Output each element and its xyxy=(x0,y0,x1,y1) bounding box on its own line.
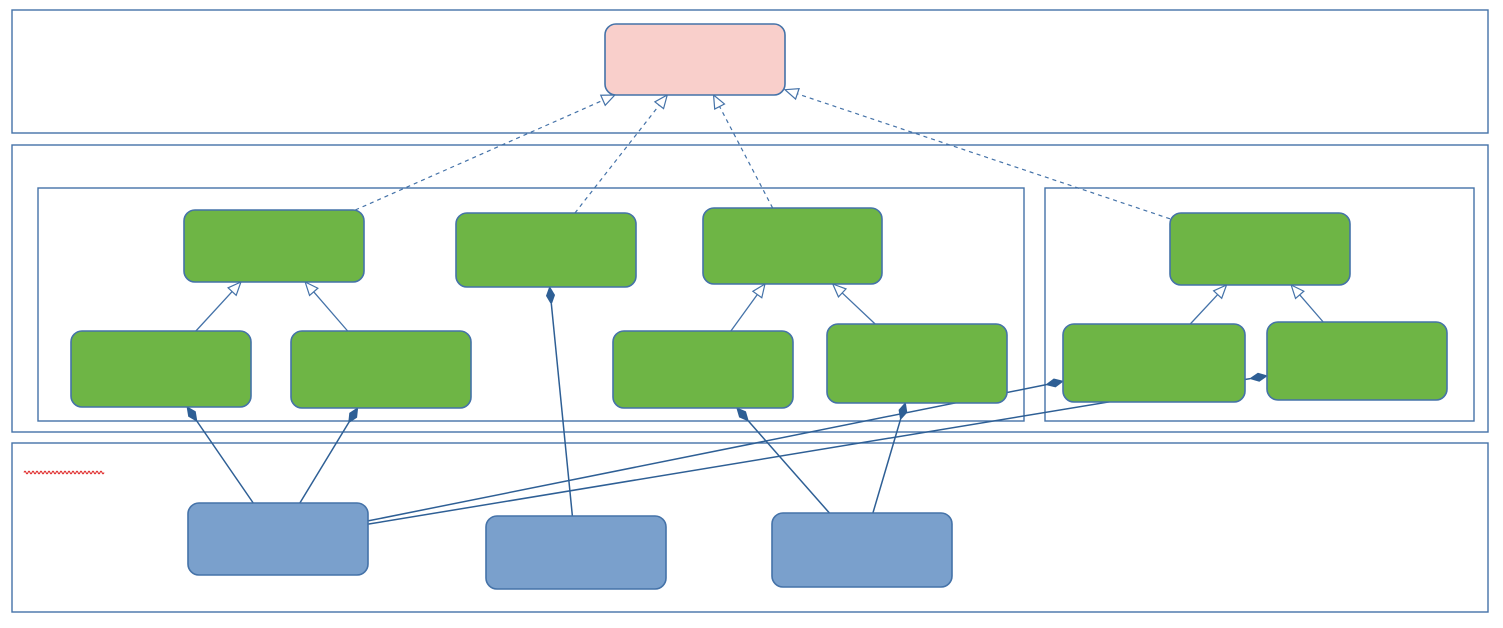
edge-line-e-onng-ngt xyxy=(730,294,758,332)
node-indexngtonng[interactable] xyxy=(612,330,794,409)
generalization-arrowhead-icon xyxy=(1212,283,1228,300)
edge-e-gpq-faiss xyxy=(367,372,1269,525)
node-ngt[interactable] xyxy=(771,512,953,588)
node-faiss[interactable] xyxy=(187,502,369,576)
edge-line-e-ivfpq-faiss xyxy=(299,422,350,504)
composition-diamond-icon xyxy=(1249,372,1269,382)
node-indexngt[interactable] xyxy=(702,207,883,285)
edge-line-e-hnsw-vi xyxy=(574,104,660,214)
edge-line-e-anng-ngt xyxy=(841,292,876,325)
node-box-gpuivfsq[interactable] xyxy=(1062,323,1246,403)
edge-line-e-onng-ngt-lib xyxy=(747,420,830,514)
node-hnswlib[interactable] xyxy=(485,515,667,590)
edge-line-e-gpq-faiss xyxy=(367,377,1251,525)
edge-line-e-ivfsq-faiss xyxy=(196,420,254,504)
node-box-ivfpq[interactable] xyxy=(290,330,472,409)
composition-diamond-icon xyxy=(736,407,749,422)
node-ivfsq[interactable] xyxy=(70,330,252,408)
node-indexngtanng[interactable] xyxy=(826,323,1008,404)
composition-diamond-icon xyxy=(1045,378,1065,388)
node-box-indexngtanng[interactable] xyxy=(826,323,1008,404)
edge-line-e-ngt-vi xyxy=(719,106,774,209)
node-gpuivfpq[interactable] xyxy=(1266,321,1448,401)
node-indexhnsw[interactable] xyxy=(455,212,637,288)
generalization-arrowhead-icon xyxy=(227,280,242,297)
edge-line-e-gpuivf-vi xyxy=(797,93,1171,220)
generalization-arrowhead-icon xyxy=(1290,283,1305,300)
node-box-hnswlib[interactable] xyxy=(485,515,667,590)
generalization-arrowhead-icon xyxy=(751,282,766,299)
node-box-indexngt[interactable] xyxy=(702,207,883,285)
realization-arrowhead-icon xyxy=(783,87,800,101)
node-box-gpuivfpq[interactable] xyxy=(1266,321,1448,401)
realization-arrowhead-icon xyxy=(712,93,726,111)
edge-e-anng-ngt-lib xyxy=(872,401,908,514)
node-box-gpuivf[interactable] xyxy=(1169,212,1351,286)
edge-e-hnsw-vi xyxy=(574,93,669,214)
node-vectorindex[interactable] xyxy=(604,23,786,96)
edge-e-ivfpq-faiss xyxy=(299,406,359,504)
edge-line-e-hnsw-hnswlib xyxy=(550,303,574,517)
edge-e-gpuivf-vi xyxy=(783,87,1171,220)
edge-e-onng-ngt xyxy=(730,282,766,332)
node-box-ivfsq[interactable] xyxy=(70,330,252,408)
edge-e-gpq-gpuivf xyxy=(1290,283,1324,323)
edge-line-e-gsq-faiss xyxy=(367,383,1047,522)
node-box-faiss[interactable] xyxy=(187,502,369,576)
node-box-ngt[interactable] xyxy=(771,512,953,588)
edge-e-onng-ngt-lib xyxy=(736,407,830,514)
edge-e-gsq-faiss xyxy=(367,378,1065,522)
edge-e-hnsw-hnswlib xyxy=(545,285,574,517)
composition-diamond-icon xyxy=(545,285,556,306)
edge-line-e-anng-ngt-lib xyxy=(872,419,902,514)
edge-e-gsq-gpuivf xyxy=(1189,283,1228,325)
generalization-arrowhead-icon xyxy=(831,282,848,298)
edge-line-e-gsq-gpuivf xyxy=(1189,294,1219,325)
realization-arrowhead-icon xyxy=(653,93,669,110)
edge-e-ngt-vi xyxy=(712,93,774,209)
node-group xyxy=(70,23,1448,590)
node-box-indexhnsw[interactable] xyxy=(455,212,637,288)
spellcheck-underline-icon xyxy=(23,470,105,475)
edge-line-e-ivfpq-ivf xyxy=(313,291,349,332)
node-box-indexngtonng[interactable] xyxy=(612,330,794,409)
edge-group xyxy=(186,87,1324,525)
edge-line-e-ivf-vi xyxy=(355,99,604,211)
edge-e-ivf-vi xyxy=(355,94,617,211)
edge-line-e-ivfsq-ivf xyxy=(195,291,233,332)
edge-e-ivfsq-faiss xyxy=(186,406,254,504)
generalization-arrowhead-icon xyxy=(304,280,319,297)
node-gpuivf[interactable] xyxy=(1169,212,1351,286)
node-box-vectorindex[interactable] xyxy=(604,23,786,96)
realization-arrowhead-icon xyxy=(599,94,617,107)
edge-e-anng-ngt xyxy=(831,282,876,325)
node-ivf[interactable] xyxy=(183,209,365,283)
node-ivfpq[interactable] xyxy=(290,330,472,409)
composition-diamond-icon xyxy=(898,401,908,421)
edge-line-e-gpq-gpuivf xyxy=(1299,294,1324,323)
edge-e-ivfpq-ivf xyxy=(304,280,349,332)
edge-e-ivfsq-ivf xyxy=(195,280,242,332)
composition-diamond-icon xyxy=(348,406,359,424)
node-gpuivfsq[interactable] xyxy=(1062,323,1246,403)
node-box-ivf[interactable] xyxy=(183,209,365,283)
composition-diamond-icon xyxy=(186,406,198,422)
